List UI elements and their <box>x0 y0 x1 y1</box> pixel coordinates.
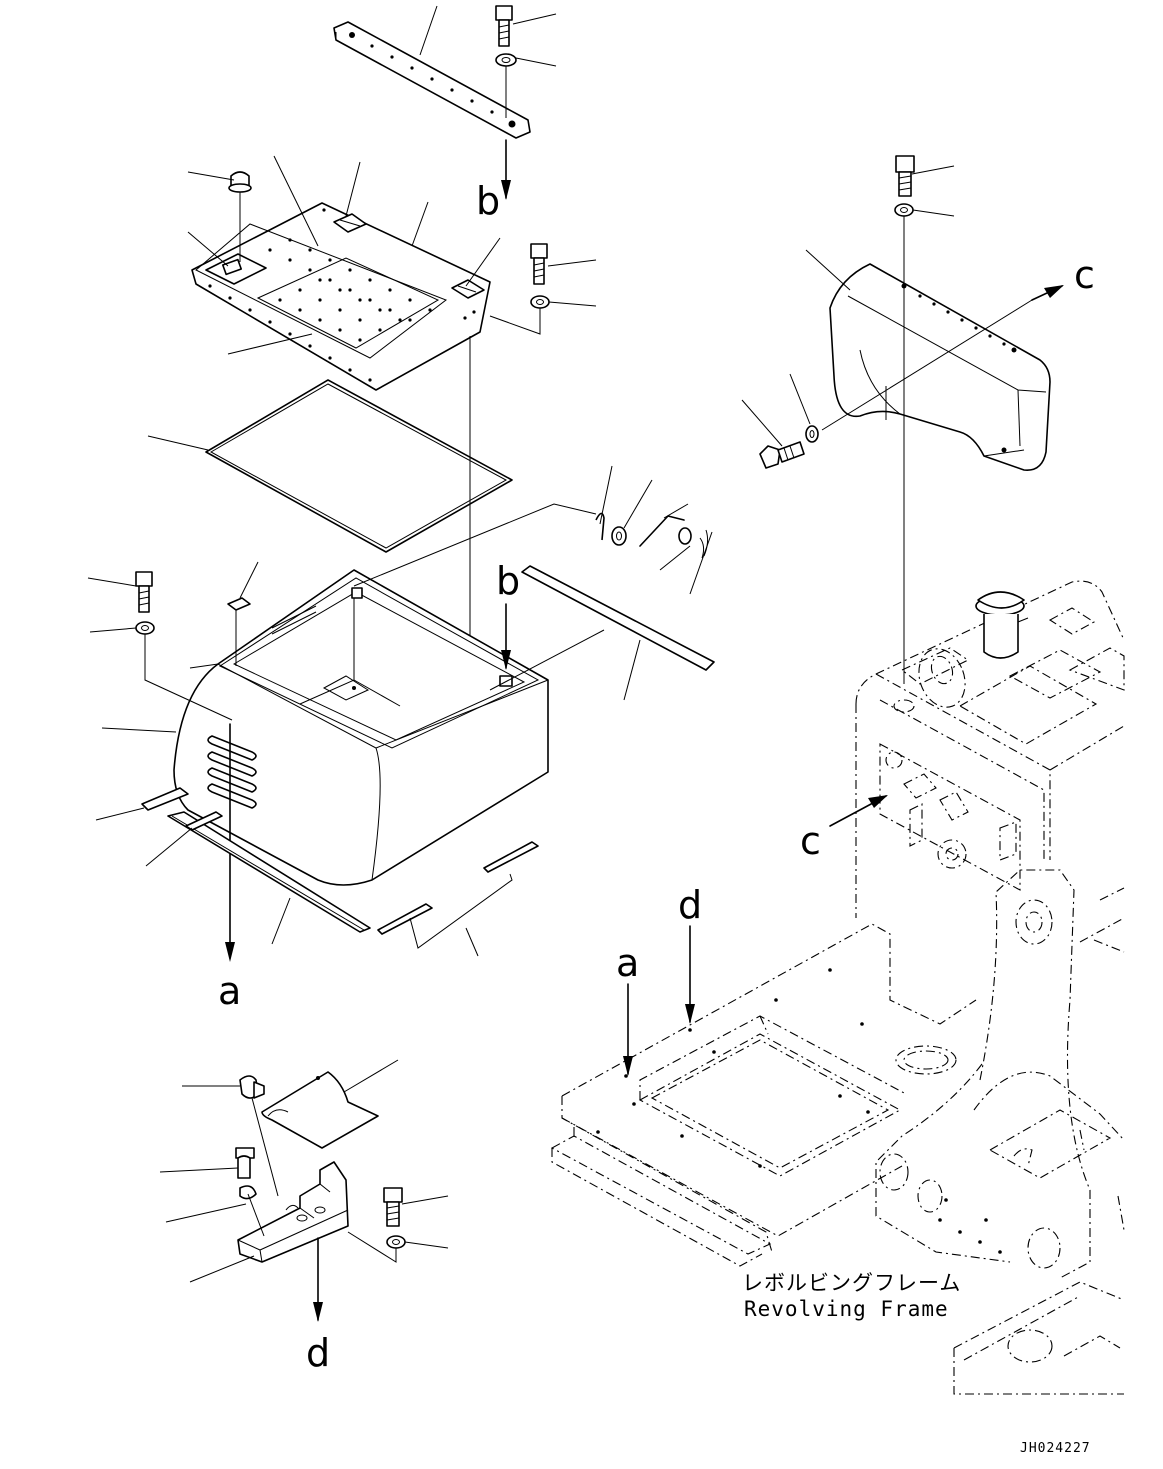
drawing-code: JH024227 <box>1020 1441 1091 1456</box>
tool-box <box>101 561 549 886</box>
bottom-bolt-lower <box>159 1147 265 1237</box>
label-b-box: b <box>496 559 520 603</box>
caption-japanese: レボルビングフレーム <box>742 1271 961 1295</box>
side-strip <box>489 565 715 701</box>
gasket <box>147 379 513 553</box>
top-bolt <box>495 5 557 118</box>
label-d-bottom: d <box>306 1331 330 1375</box>
vent-slots <box>207 735 257 809</box>
bottom-bolt-upper <box>182 1075 279 1197</box>
bottom-cover-plate <box>261 1059 399 1149</box>
label-a-frame: a <box>616 941 639 985</box>
bracket-bolt-side <box>741 373 819 469</box>
bracket-bolt-top <box>894 155 955 684</box>
bottom-bracket <box>189 1161 349 1283</box>
cover-bolt-right <box>489 243 597 335</box>
label-a-box: a <box>218 969 241 1013</box>
arrow-d-frame <box>685 925 695 1024</box>
cover-bolt-left <box>187 171 252 262</box>
revolving-frame <box>550 580 1125 1395</box>
box-bolt-left <box>87 571 233 721</box>
right-bracket <box>805 249 1064 471</box>
top-strap <box>333 5 531 139</box>
label-d-frame: d <box>678 883 702 927</box>
label-c-frame: c <box>800 819 821 863</box>
label-c-bracket: c <box>1074 253 1095 297</box>
bottom-bolt-right <box>347 1187 449 1263</box>
arrow-a-frame <box>623 983 633 1076</box>
caption-english: Revolving Frame <box>744 1297 949 1321</box>
lock-pins <box>353 465 713 595</box>
arrow-d-bottom <box>313 1237 323 1322</box>
box-seals <box>95 787 539 957</box>
arrow-b-top <box>501 139 511 200</box>
cover-plate <box>187 155 501 391</box>
label-b-top: b <box>476 179 500 223</box>
arrow-b-box <box>501 603 511 670</box>
